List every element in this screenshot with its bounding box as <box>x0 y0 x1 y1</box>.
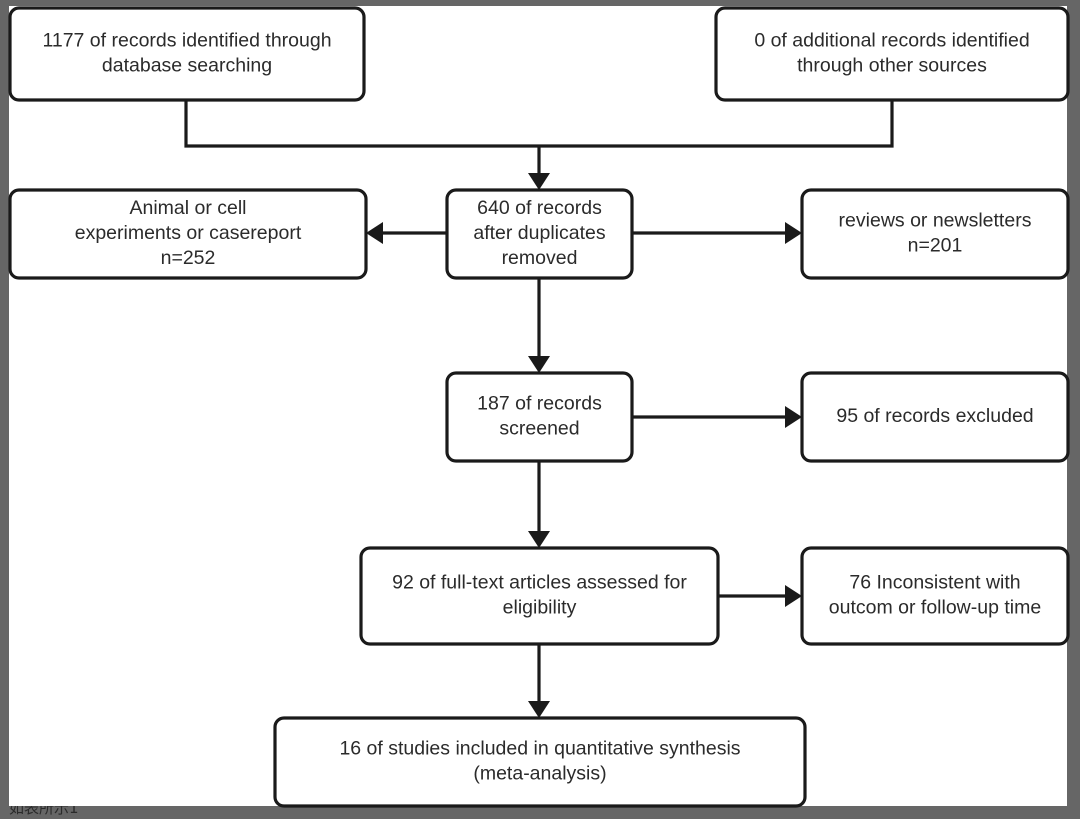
node-label-line: 92 of full-text articles assessed for <box>392 572 687 594</box>
figure-caption-text: 如表所示1 <box>9 806 79 817</box>
node-label-line: n=252 <box>161 247 216 269</box>
node-label: 1177 of records identified through databa… <box>42 30 331 77</box>
node-label-line: 640 of records <box>477 197 602 219</box>
merge-bracket-top <box>184 100 894 148</box>
arrow-head-icon <box>785 406 802 428</box>
records-identified-other-sources[interactable]: 0 of additional records identified throug… <box>714 6 1070 102</box>
node-label-line: 187 of records <box>477 393 602 415</box>
full-text-articles-excluded[interactable]: 76 Inconsistent with outcom or follow-up … <box>800 546 1070 646</box>
node-label-line: outcom or follow-up time <box>829 597 1041 619</box>
studies-included-quantitative-synthesis[interactable]: 16 of studies included in quantitative s… <box>273 716 807 808</box>
excluded-animal-cell-casereport[interactable]: Animal or cell experiments or casereport n… <box>8 188 368 280</box>
records-screened[interactable]: 187 of records screened <box>445 371 634 463</box>
node-label-line: experiments or casereport <box>75 222 302 244</box>
node-label-line: removed <box>502 247 578 269</box>
arrow-head-icon <box>366 222 383 244</box>
node-label-line: 1177 of records identified through <box>42 30 331 52</box>
node-label-line: 95 of records excluded <box>836 405 1033 427</box>
node-label-line: (meta-analysis) <box>473 763 606 785</box>
arrow-duplicates-to-screened <box>528 278 550 373</box>
node-label-line: Animal or cell <box>129 197 246 219</box>
node-label: 16 of studies included in quantitative s… <box>339 738 740 785</box>
connectors-layer <box>184 100 894 718</box>
arrow-fulltext-to-included <box>528 644 550 718</box>
arrow-screened-to-excluded <box>632 406 802 428</box>
node-label-line: n=201 <box>908 235 963 257</box>
arrow-fulltext-to-excluded <box>718 585 802 607</box>
node-label-line: through other sources <box>797 55 987 77</box>
arrow-head-icon <box>528 531 550 548</box>
node-label: 92 of full-text articles assessed for eli… <box>392 572 687 619</box>
records-excluded[interactable]: 95 of records excluded <box>800 371 1070 463</box>
node-label: reviews or newsletters n=201 <box>839 210 1032 257</box>
nodes-layer: 1177 of records identified through databa… <box>8 6 1070 808</box>
arrow-duplicates-to-reviews <box>632 222 802 244</box>
arrow-head-icon <box>528 173 550 190</box>
node-label-line: 0 of additional records identified <box>754 30 1029 52</box>
node-label: 95 of records excluded <box>836 405 1033 427</box>
arrow-duplicates-to-animal <box>366 222 447 244</box>
arrow-head-icon <box>528 356 550 373</box>
node-label-line: database searching <box>102 55 272 77</box>
arrow-head-icon <box>785 222 802 244</box>
node-label: 187 of records screened <box>477 393 602 440</box>
arrow-screened-to-fulltext <box>528 461 550 548</box>
node-label-line: screened <box>499 418 579 440</box>
node-label: 640 of records after duplicates removed <box>473 197 605 269</box>
node-label-line: eligibility <box>503 597 577 619</box>
node-label: Animal or cell experiments or casereport n… <box>75 197 302 269</box>
arrow-head-icon <box>528 701 550 718</box>
node-label-line: reviews or newsletters <box>839 210 1032 232</box>
figure-caption-clipped: 如表所示1 <box>9 806 1067 819</box>
full-text-articles-assessed[interactable]: 92 of full-text articles assessed for eli… <box>359 546 720 646</box>
node-label-line: 76 Inconsistent with <box>849 572 1020 594</box>
node-label: 0 of additional records identified throug… <box>754 30 1029 77</box>
excluded-reviews-newsletters[interactable]: reviews or newsletters n=201 <box>800 188 1070 280</box>
node-label-line: 16 of studies included in quantitative s… <box>339 738 740 760</box>
node-label: 76 Inconsistent with outcom or follow-up … <box>829 572 1041 619</box>
arrow-merge-to-duplicates <box>528 146 550 190</box>
node-label-line: after duplicates <box>473 222 605 244</box>
records-identified-database[interactable]: 1177 of records identified through databa… <box>8 6 366 102</box>
arrow-head-icon <box>785 585 802 607</box>
records-after-duplicates-removed[interactable]: 640 of records after duplicates removed <box>445 188 634 280</box>
